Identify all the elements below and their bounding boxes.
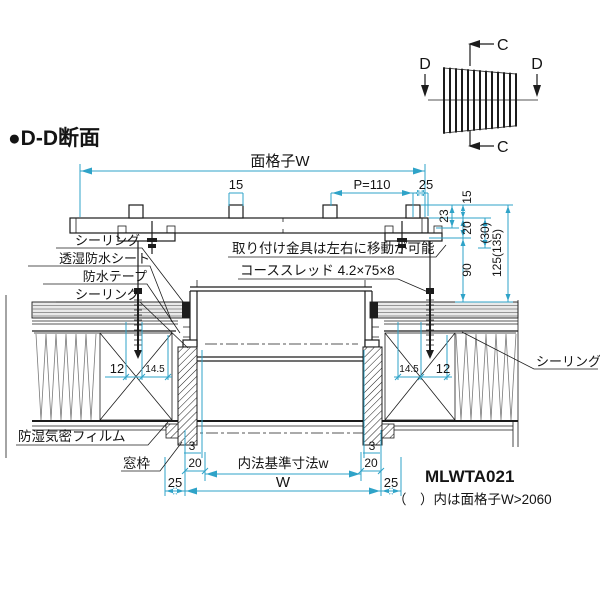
section-arrow-d-right-icon — [533, 85, 541, 97]
right-coarse-thread-screw — [426, 288, 434, 359]
label-sealing-1: シーリング — [75, 233, 140, 248]
note-bracket-movable: 取り付け金具は左右に移動が可能 — [232, 241, 435, 256]
dim-b20-right: 20 — [364, 456, 378, 470]
right-dimension-chain: 15 23 20 (30) 90 125(135) — [421, 190, 513, 303]
grille-bar-tab — [322, 204, 338, 219]
dim-v125: 125(135) — [490, 229, 504, 277]
note-coarse-thread-screw: コーススレッド 4.2×75×8 — [240, 263, 395, 278]
dim-w145-right: 14.5 — [399, 364, 419, 375]
dim-end-offset: 25 — [419, 177, 433, 192]
right-insulation-batting — [455, 333, 517, 421]
dim-grille-width: 面格子W — [250, 153, 310, 170]
left-insulation-batting — [35, 333, 97, 421]
dim-b25-right: 25 — [384, 475, 398, 490]
left-coarse-thread-screw — [134, 288, 142, 359]
dim-b25-left: 25 — [168, 475, 182, 490]
left-waterproof-sheet-lines — [32, 320, 178, 325]
right-casing — [381, 423, 395, 439]
dim-b20-left: 20 — [188, 456, 202, 470]
section-arrow-c-bottom-icon — [468, 142, 480, 150]
dim-outer-width: W — [276, 474, 291, 491]
dim-w145-left: 14.5 — [145, 364, 165, 375]
aluminum-frame-jambs — [189, 291, 373, 347]
dim-b3-right: 3 — [369, 439, 376, 453]
right-sealing-block — [370, 302, 378, 318]
left-wood-jamb — [177, 346, 198, 446]
paren-note: （ ）内は面格子W>2060 — [393, 492, 552, 507]
mini-section-key: C C D D — [419, 37, 543, 156]
section-label-d-right: D — [531, 56, 543, 73]
top-dimensions: 面格子W 15 P=110 25 — [79, 153, 433, 217]
grille-rail-assembly — [69, 204, 443, 359]
dim-v15: 15 — [460, 190, 474, 204]
right-callout-label: シーリング — [461, 331, 600, 370]
subframe-head-lines — [190, 286, 372, 292]
right-wood-jamb — [362, 346, 383, 446]
drawing-code: MLWTA021 — [425, 467, 514, 486]
label-window-frame: 窓枠 — [123, 455, 150, 471]
window-frame-section — [165, 280, 395, 446]
grille-bar-tab — [128, 204, 144, 219]
right-wall-section — [369, 300, 519, 447]
bottom-callout-labels: 防湿気密フィルム 窓枠 — [16, 421, 183, 472]
dim-b3-left: 3 — [189, 439, 196, 453]
page-title: ●D-D断面 — [8, 126, 100, 150]
dim-v90: 90 — [460, 263, 474, 277]
notes: 取り付け金具は左右に移動が可能 コーススレッド 4.2×75×8 — [228, 241, 447, 293]
dim-w12-right: 12 — [436, 361, 450, 376]
left-callout-labels: シーリング 透湿防水シート 防水テープ シーリング — [28, 233, 189, 349]
footer: MLWTA021 （ ）内は面格子W>2060 — [393, 467, 552, 507]
left-casing — [165, 423, 179, 439]
right-mount-bracket — [384, 232, 443, 242]
dim-v20: 20 — [460, 221, 474, 235]
label-moisture-film: 防湿気密フィルム — [18, 428, 125, 444]
dim-w12-left: 12 — [110, 361, 124, 376]
section-arrow-d-left-icon — [421, 85, 429, 97]
left-sealing-block — [182, 302, 190, 318]
wall-thickness-dimensions: 12 14.5 14.5 12 — [105, 322, 452, 381]
right-waterproof-sheet-lines — [384, 320, 518, 325]
section-label-d-left: D — [419, 56, 431, 73]
grille-rail — [69, 217, 429, 234]
label-sealing-right: シーリング — [536, 354, 600, 369]
grille-bars-icon — [443, 67, 517, 134]
grille-bar-tab — [228, 204, 244, 219]
interior-wall-lines — [32, 420, 518, 434]
section-arrow-c-top-icon — [468, 40, 480, 48]
grille-edge-lines — [443, 67, 517, 134]
section-label-c-bottom: C — [497, 139, 509, 156]
section-label-c-top: C — [497, 37, 509, 54]
bottom-dimensions: 3 3 20 20 内法基準寸法w 25 25 W — [164, 350, 402, 496]
label-sealing-2: シーリング — [75, 287, 140, 302]
label-waterproof-tape: 防水テープ — [83, 269, 147, 284]
dim-pitch: P=110 — [354, 177, 391, 192]
dim-v23: 23 — [437, 209, 451, 223]
left-mount-bracket — [117, 232, 176, 242]
dim-inner-width: 内法基準寸法w — [238, 455, 329, 471]
dim-tab-width: 15 — [229, 177, 243, 192]
dim-v30: (30) — [478, 222, 492, 243]
label-waterproof-sheet: 透湿防水シート — [59, 251, 150, 266]
sash-head-lines — [197, 356, 363, 362]
